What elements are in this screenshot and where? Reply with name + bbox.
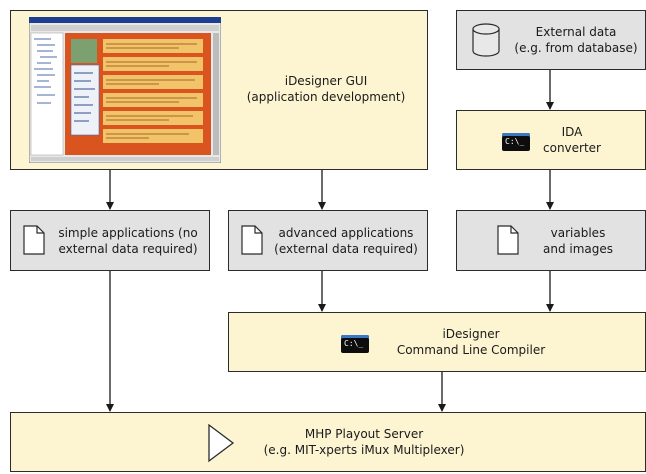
variables-images-label: variables and images [542, 226, 614, 256]
command-prompt-icon: C:\_ [341, 335, 369, 353]
document-icon [497, 225, 519, 255]
mhp-playout-server-box: MHP Playout Server (e.g. MIT-xperts iMux… [10, 412, 646, 472]
command-prompt-icon: C:\_ [502, 133, 530, 151]
command-line-compiler-label: iDesigner Command Line Compiler [396, 327, 546, 357]
database-icon [472, 23, 500, 57]
idesigner-gui-box: iDesigner GUI (application development) [10, 10, 428, 170]
external-data-box: External data (e.g. from database) [456, 10, 646, 70]
document-icon [241, 225, 263, 255]
simple-applications-label: simple applications (no external data re… [58, 226, 198, 256]
advanced-applications-box: advanced applications (external data req… [228, 210, 428, 271]
mhp-playout-server-label: MHP Playout Server (e.g. MIT-xperts iMux… [263, 427, 465, 457]
ida-converter-box: C:\_ IDA converter [456, 110, 646, 170]
ida-converter-label: IDA converter [543, 125, 601, 155]
idesigner-gui-label: iDesigner GUI (application development) [246, 74, 406, 104]
command-line-compiler-box: C:\_ iDesigner Command Line Compiler [228, 312, 646, 372]
variables-images-box: variables and images [456, 210, 646, 271]
external-data-label: External data (e.g. from database) [514, 25, 638, 55]
advanced-applications-label: advanced applications (external data req… [274, 226, 418, 256]
screenshot-thumbnail [29, 17, 221, 163]
play-triangle-icon [208, 423, 235, 463]
document-icon [23, 225, 45, 255]
simple-applications-box: simple applications (no external data re… [10, 210, 210, 271]
